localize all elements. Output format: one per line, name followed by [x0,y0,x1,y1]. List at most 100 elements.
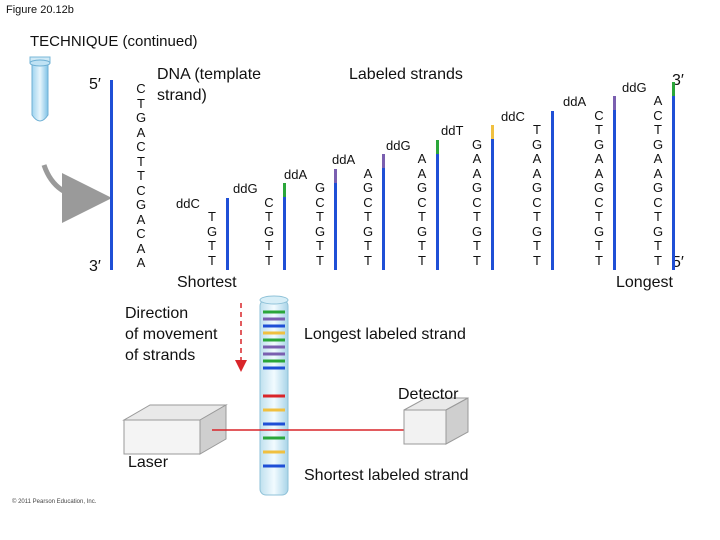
strand-base: T [595,252,603,268]
strand-base: T [265,252,273,268]
strand-base: T [595,238,603,253]
strand-base: C [472,194,482,210]
prime3-right: 3′ [672,72,684,89]
strand-base: T [533,252,541,268]
strand-base: A [472,151,482,166]
template-base: T [137,95,145,111]
strand-base: T [316,209,324,224]
strand-base: T [265,238,273,253]
prime3-left: 3′ [89,258,101,275]
strand-dd-label: ddT [441,123,464,138]
strand-dd-label: ddA [563,94,587,109]
template-base: T [137,168,145,183]
strand-base: G [362,223,374,239]
strand-dd-label: ddA [332,152,356,167]
strand-base: T [364,209,372,224]
direction-label: Direction of movement of strands [125,305,218,364]
strand-base: A [472,165,482,181]
template-base: G [135,197,147,212]
strand-base: T [654,238,662,253]
strand-base: A [653,93,663,108]
strand-bar [551,110,554,270]
strand-base: C [594,194,604,210]
strand-base: C [594,107,604,123]
strand-base: G [314,180,326,195]
strand-base: T [265,209,273,224]
template-base: T [137,153,145,169]
strand-base: C [264,194,274,210]
template-base: G [135,110,147,125]
strand-base: T [364,252,372,268]
strand-base: T [595,209,603,224]
strand-bar [613,96,616,270]
strand-base: T [208,252,216,268]
figure-label: Figure 20.12b [6,4,74,16]
strand-bar [382,154,385,270]
template-base: C [136,139,146,154]
strand-base: T [473,252,481,268]
strand-base: G [362,180,374,195]
template-label: DNA (template strand) [157,66,262,104]
strand-base: G [652,136,664,152]
strand-base: C [653,194,663,210]
strand-base: T [473,238,481,253]
strand-base: G [206,223,218,239]
strand-base: A [594,165,604,181]
longest-strand-label: Longest labeled strand [304,326,466,343]
strand-base: A [653,165,663,181]
strand-base: T [316,252,324,268]
strand-base: G [416,180,428,195]
strand-base: A [653,151,663,166]
strand-base: T [533,209,541,224]
template-base: C [136,81,146,96]
strand-base: G [531,136,543,152]
strand-base: G [531,180,543,195]
strand-base: A [417,165,427,181]
strand-base: G [652,223,664,239]
labeled-strands-label: Labeled strands [349,66,463,83]
strand-base: T [316,238,324,253]
strand-base: G [471,223,483,239]
strand-base: G [416,223,428,239]
strand-base: G [471,136,483,152]
strand-bar [436,139,439,270]
strand-base: C [653,107,663,123]
shortest-label: Shortest [177,274,237,291]
strand-base: G [263,223,275,239]
strand-base: A [594,151,604,166]
strand-base: A [363,165,373,181]
strand-base: T [208,209,216,224]
strand-bar [491,125,494,270]
strand-base: T [654,122,662,137]
detector-label: Detector [398,386,459,403]
strand-base: A [532,151,542,166]
copyright-note: © 2011 Pearson Education, Inc. [12,499,97,505]
strand-base: G [471,180,483,195]
test-tube-icon [29,56,51,122]
prime5-left: 5′ [89,76,101,93]
shortest-strand-label: Shortest labeled strand [304,467,469,484]
strand-base: T [473,209,481,224]
strand-base: C [532,194,542,210]
template-base: A [136,124,146,140]
technique-heading: TECHNIQUE (continued) [30,33,198,50]
template-base: C [136,226,146,241]
strand-base: C [363,194,373,210]
strand-base: C [315,194,325,210]
strand-base: T [595,122,603,137]
strand-bar [283,183,286,270]
strand-dd-label: ddG [386,137,411,153]
strand-base: G [531,223,543,239]
strand-base: A [532,165,542,181]
strand-bar [226,197,229,270]
strand-base: T [533,122,541,137]
laser-label: Laser [128,454,169,471]
template-base: A [136,255,146,270]
